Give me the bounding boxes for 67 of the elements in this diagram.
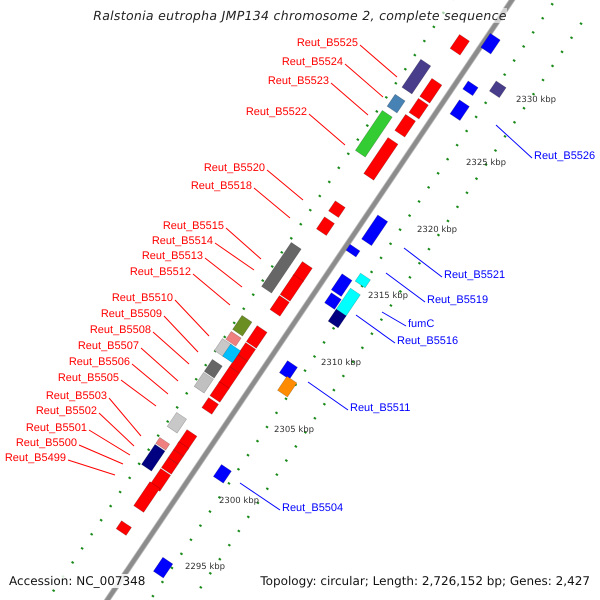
scale-label: 2325 kbp <box>466 158 506 168</box>
gene-label: Reut_B5523 <box>268 75 329 88</box>
leader-line <box>108 398 142 436</box>
gene-label: Reut_B5504 <box>282 502 344 515</box>
accession-text: Accession: NC_007348 <box>9 574 146 588</box>
leader-line <box>68 460 116 476</box>
gene-label: Reut_B5499 <box>4 452 66 465</box>
leader-line <box>152 332 190 364</box>
gene-label: Reut_B5507 <box>78 340 139 353</box>
leader-line <box>88 430 130 456</box>
gene-label: Reut_B5500 <box>16 437 77 450</box>
leader-line <box>344 64 384 98</box>
gene-label: Reut_B5520 <box>204 162 265 175</box>
gene-label: Reut_B5510 <box>112 292 173 305</box>
sequence-info-text: Topology: circular; Length: 2,726,152 bp; Genes: 2,427 <box>260 574 590 588</box>
scale-label: 2310 kbp <box>321 358 362 368</box>
leader-line <box>254 188 290 218</box>
leader-line <box>140 348 178 382</box>
gene-label: Reut_B5508 <box>90 324 151 337</box>
leader-line <box>240 482 280 510</box>
gene-label: Reut_B5506 <box>68 356 130 369</box>
gene-label: Reut_B5526 <box>534 150 596 163</box>
scale-label: 2305 kbp <box>274 425 314 435</box>
leader-line <box>204 258 242 288</box>
gene-label: Reut_B5514 <box>152 235 213 248</box>
gene-label: Reut_B5512 <box>130 266 191 279</box>
leader-line <box>308 382 348 410</box>
leader-line <box>192 274 230 306</box>
scale-label: 2330 kbp <box>516 95 556 105</box>
leader-line <box>214 242 254 270</box>
gene-label: Reut_B5521 <box>444 269 506 282</box>
gene-label: Reut_B5509 <box>100 308 162 321</box>
gene-label: Reut_B5513 <box>142 250 203 263</box>
leader-line <box>98 412 134 446</box>
leader-line <box>496 124 532 158</box>
gene-label: Reut_B5525 <box>296 37 358 50</box>
scale-label: 2320 kbp <box>417 225 458 235</box>
leader-line <box>356 314 396 344</box>
scale-label: 2300 kbp <box>219 496 260 506</box>
gene-label: Reut_B5501 <box>26 422 87 435</box>
gene-label: Reut_B5515 <box>162 220 224 233</box>
leader-line <box>226 228 262 260</box>
gene-label: fumC <box>408 318 434 331</box>
leader-line <box>132 364 168 394</box>
gene-label: Reut_B5503 <box>46 390 107 403</box>
gene-label: Reut_B5502 <box>36 405 97 418</box>
leader-line <box>404 248 442 278</box>
gene-label: Reut_B5518 <box>190 180 252 193</box>
scale-label: 2315 kbp <box>368 291 408 301</box>
gene-label: Reut_B5522 <box>246 106 307 119</box>
gene-label: Reut_B5505 <box>58 372 119 385</box>
leader-line <box>174 300 210 336</box>
leader-line <box>164 316 198 352</box>
leader-line <box>386 272 426 302</box>
leader-line <box>308 114 346 146</box>
gene-label: Reut_B5524 <box>282 56 343 69</box>
map-title: Ralstonia eutropha JMP134 chromosome 2, complete sequence <box>93 8 507 23</box>
leader-line <box>266 170 304 200</box>
leader-line <box>330 82 368 116</box>
leader-line <box>360 44 398 78</box>
leader-line <box>78 444 124 464</box>
gene-label: Reut_B5516 <box>397 335 458 348</box>
gene-label: Reut_B5519 <box>427 294 488 307</box>
gene-label: Reut_B5511 <box>350 402 410 415</box>
scale-label: 2295 kbp <box>185 562 226 572</box>
leader-line <box>382 312 406 326</box>
leader-line <box>120 380 156 406</box>
